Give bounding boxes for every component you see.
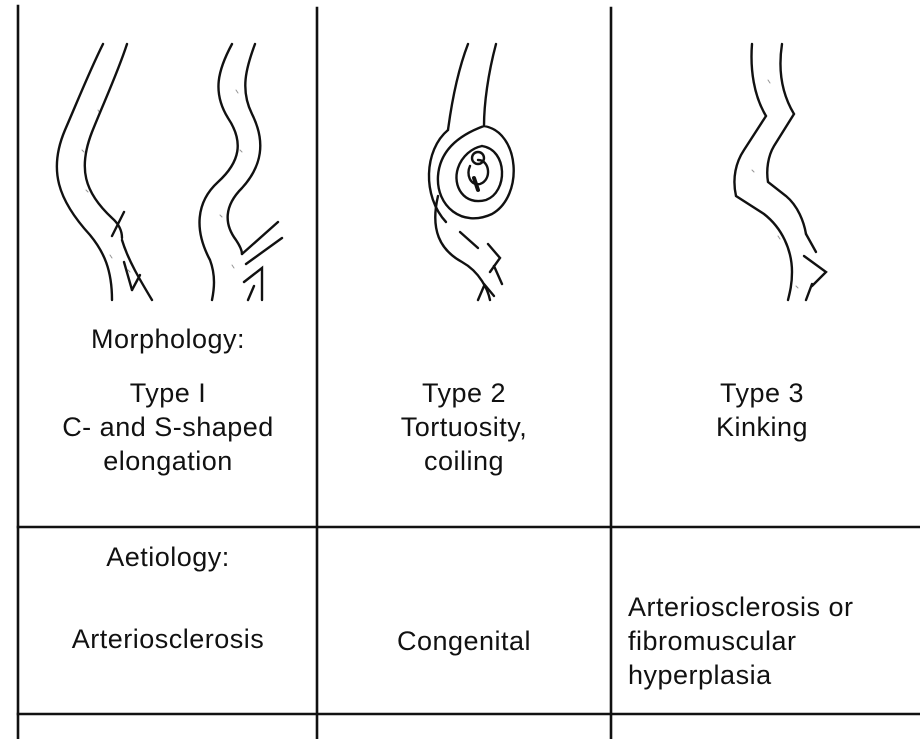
type3-aetiology-line2: fibromuscular	[628, 626, 797, 656]
type3-name: Type 3	[719, 378, 805, 408]
type1-desc-line1: C- and S-shaped	[62, 412, 274, 442]
aetiology-type3-cell: Arteriosclerosis or fibromuscular hyperp…	[628, 590, 912, 692]
type3-aetiology-line1: Arteriosclerosis or	[628, 592, 854, 622]
morphology-type1-cell: Type I C- and S-shaped elongation	[20, 376, 316, 478]
type2-desc-line1: Tortuosity,	[400, 412, 528, 442]
aetiology-type1-cell: Arteriosclerosis	[71, 624, 265, 654]
type2-coiled-artery-illustration	[427, 42, 515, 302]
aetiology-type2-cell: Congenital	[396, 626, 532, 656]
type1-name: Type I	[129, 378, 207, 408]
type3-kinked-artery-illustration	[733, 42, 828, 302]
type1-c-shaped-artery-illustration	[55, 42, 154, 302]
aetiology-header: Aetiology:	[106, 542, 230, 572]
type1-desc-line2: elongation	[103, 446, 233, 476]
type3-desc-line1: Kinking	[715, 412, 809, 442]
type2-name: Type 2	[421, 378, 507, 408]
type2-desc-line2: coiling	[423, 446, 505, 476]
morphology-type2-cell: Type 2 Tortuosity, coiling	[318, 376, 610, 478]
type1-s-shaped-artery-illustration	[198, 42, 284, 302]
morphology-type3-cell: Type 3 Kinking	[612, 376, 912, 444]
morphology-header: Morphology:	[90, 324, 246, 354]
type3-aetiology-line3: hyperplasia	[628, 660, 772, 690]
